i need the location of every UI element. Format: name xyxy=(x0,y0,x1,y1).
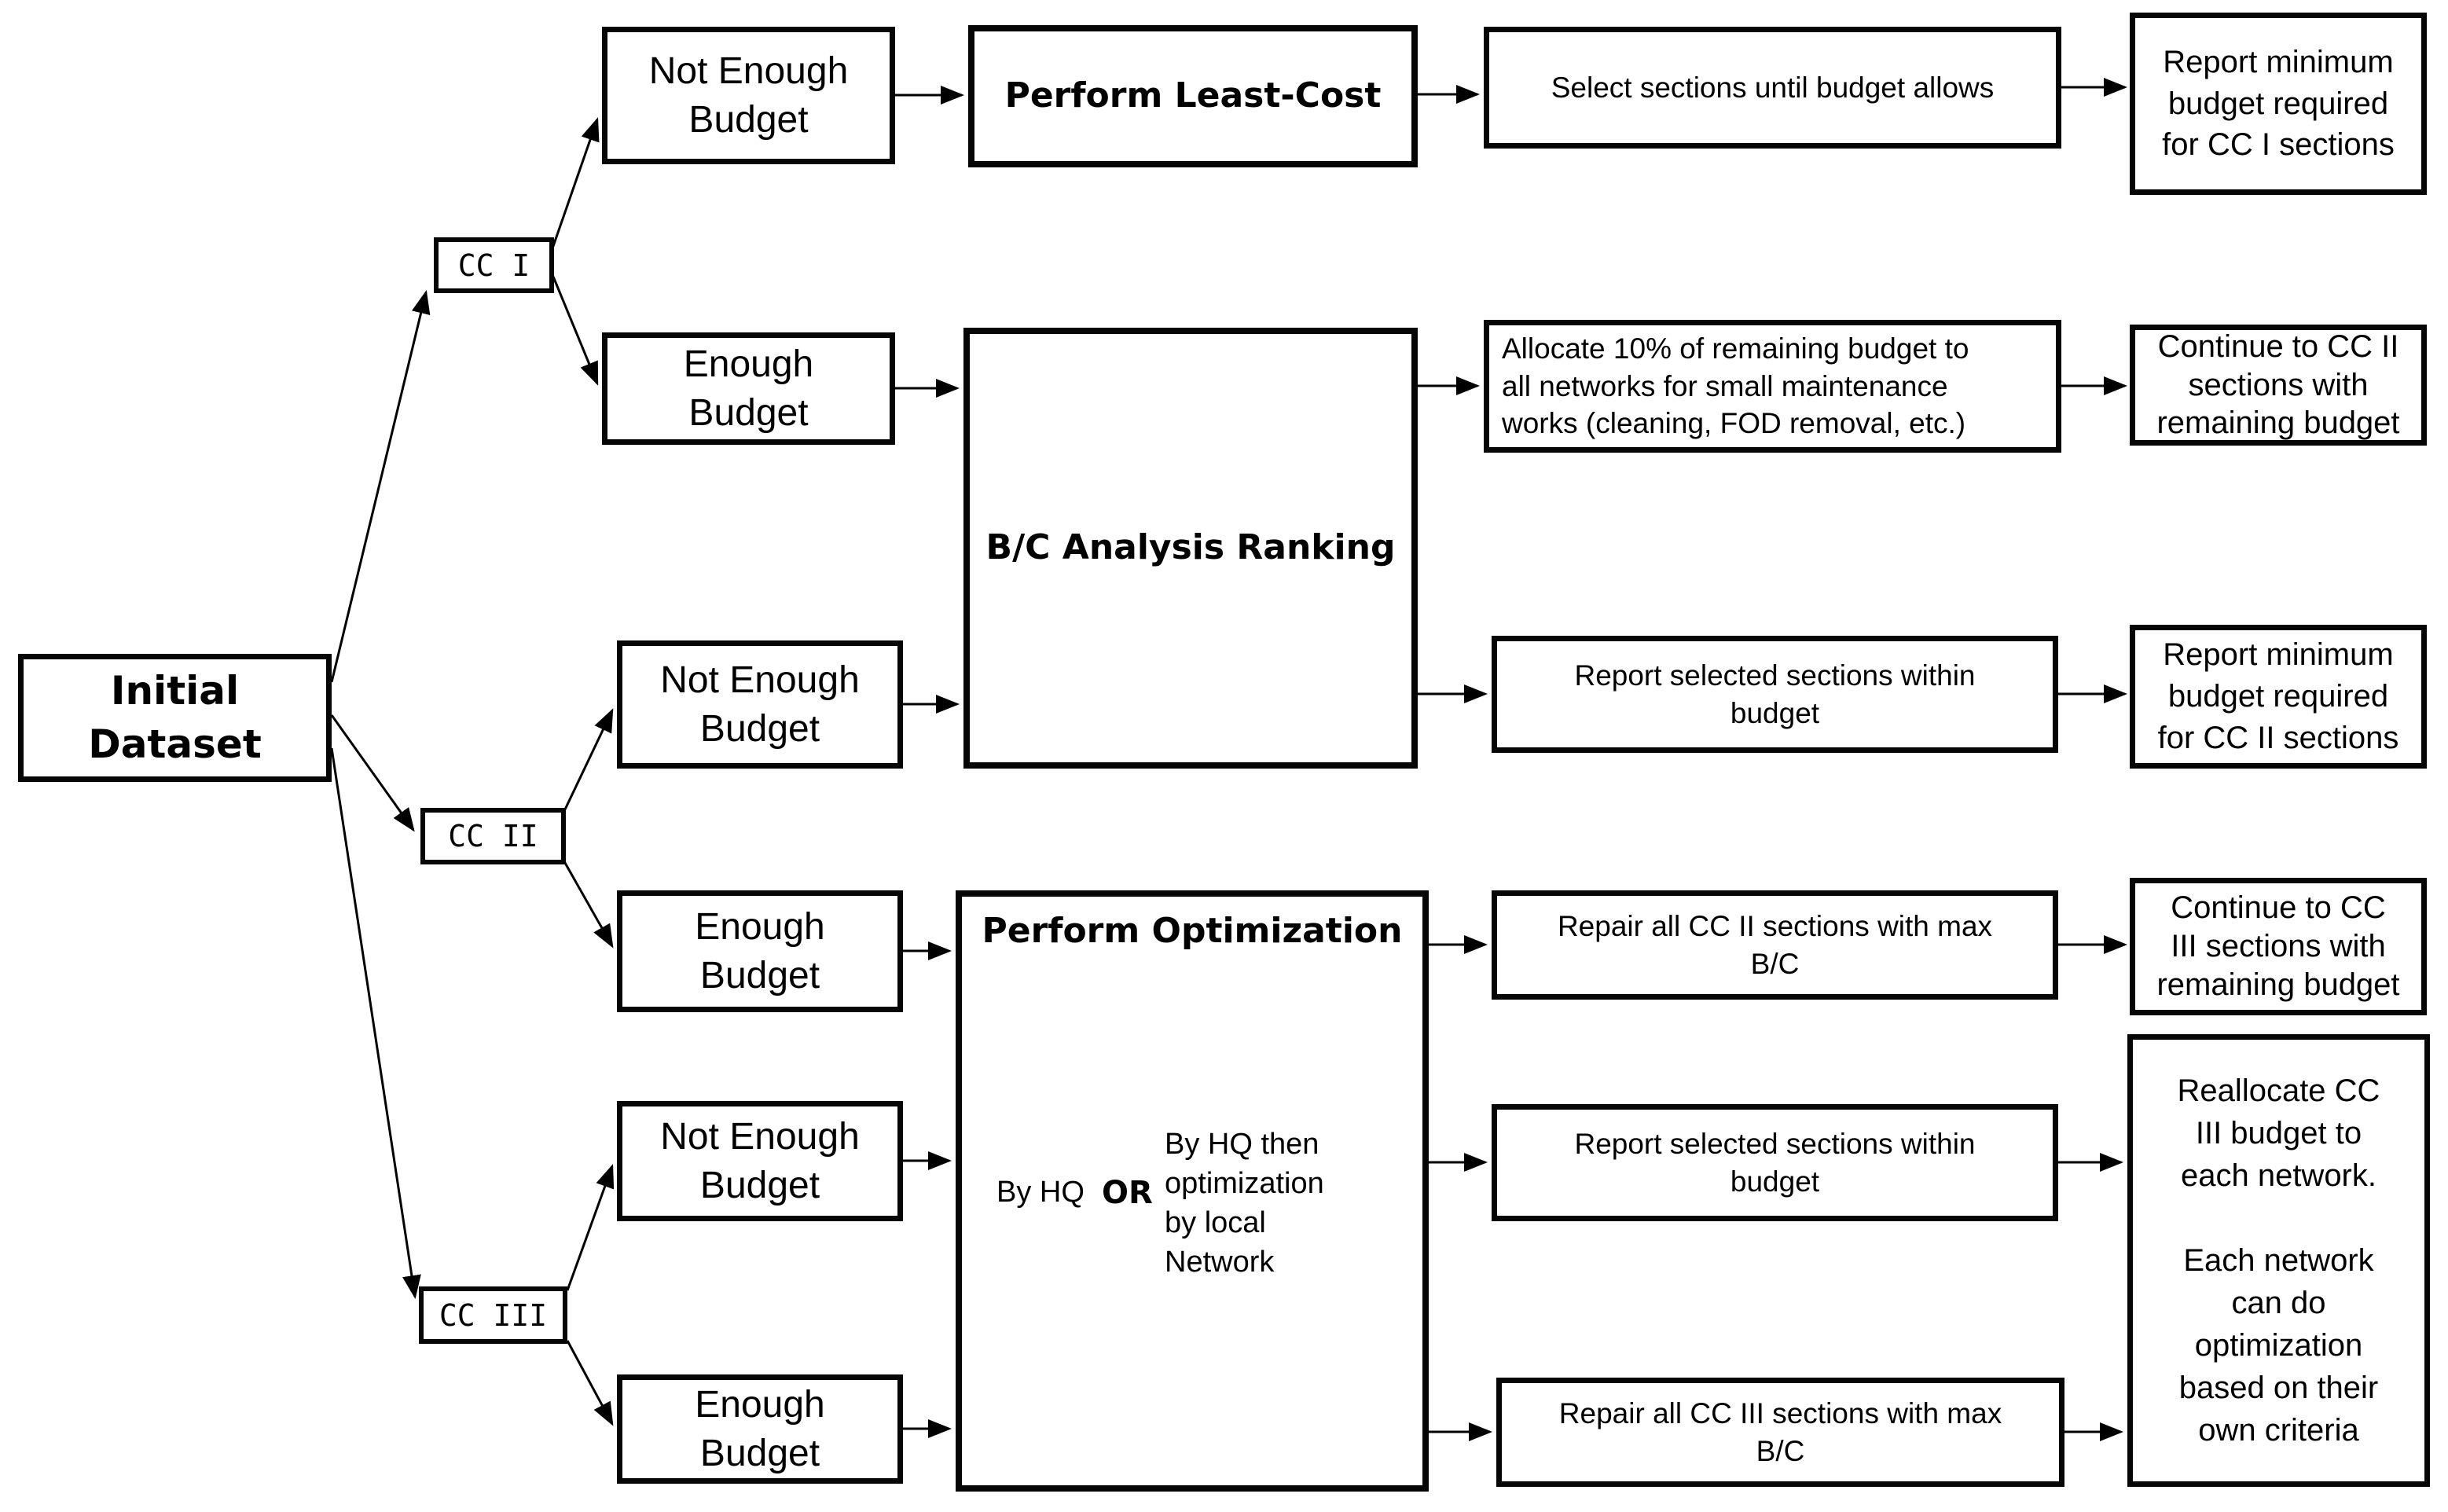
node-allocate-10-percent: Allocate 10% of remaining budget to all … xyxy=(1484,320,2061,453)
node-report-min-budget-cc2: Report minimum budget required for CC II… xyxy=(2130,625,2427,769)
node-select-sections: Select sections until budget allows xyxy=(1484,27,2061,149)
node-r2-enough-budget: Enough Budget xyxy=(602,332,895,445)
node-cc-3: CC III xyxy=(419,1286,567,1344)
edge-cc2-r3-not-enough xyxy=(563,708,614,810)
perform-optimization-or: OR xyxy=(1102,1175,1153,1211)
node-repair-cc3-sections: Repair all CC III sections with max B/C xyxy=(1496,1378,2064,1487)
node-cc-1: CC I xyxy=(434,237,554,293)
node-report-min-budget-cc1: Report minimum budget required for CC I … xyxy=(2130,13,2427,195)
node-continue-cc3-sections: Continue to CC III sections with remaini… xyxy=(2130,878,2427,1015)
node-initial-dataset: Initial Dataset xyxy=(18,654,332,782)
node-repair-cc2-sections: Repair all CC II sections with max B/C xyxy=(1492,890,2058,1000)
edge-cc3-r6-enough xyxy=(566,1340,614,1426)
node-continue-cc2-sections: Continue to CC II sections with remainin… xyxy=(2130,325,2427,446)
edge-initial-cc2 xyxy=(330,714,415,832)
node-r4-enough-budget: Enough Budget xyxy=(617,890,903,1012)
edge-initial-cc3 xyxy=(330,747,421,1299)
perform-optimization-by-hq-then: By HQ then optimization by local Network xyxy=(1165,1128,1324,1279)
node-r3-not-enough-budget: Not Enough Budget xyxy=(617,640,903,769)
node-perform-optimization: Perform Optimization By HQ OR By HQ then… xyxy=(956,890,1429,1492)
node-perform-least-cost: Perform Least-Cost xyxy=(968,25,1418,167)
edge-initial-cc1 xyxy=(330,290,431,683)
node-cc-2: CC II xyxy=(420,808,566,864)
node-r5-not-enough-budget: Not Enough Budget xyxy=(617,1101,903,1221)
node-r6-enough-budget: Enough Budget xyxy=(617,1374,903,1484)
perform-optimization-by-hq: By HQ xyxy=(996,1176,1085,1209)
node-r1-not-enough-budget: Not Enough Budget xyxy=(602,27,895,164)
node-bc-analysis-ranking: B/C Analysis Ranking xyxy=(963,328,1418,769)
edge-cc2-r4-enough xyxy=(563,862,614,949)
edge-cc1-r1-not-enough xyxy=(551,117,600,249)
node-reallocate-cc3-budget: Reallocate CC III budget to each network… xyxy=(2127,1034,2430,1487)
edge-cc3-r5-not-enough xyxy=(566,1164,615,1291)
node-r3-report-selected-sections: Report selected sections within budget xyxy=(1492,636,2058,753)
edge-cc1-r2-enough xyxy=(552,276,599,386)
node-r5-report-selected-sections: Report selected sections within budget xyxy=(1492,1104,2058,1221)
perform-optimization-title: Perform Optimization xyxy=(982,911,1403,951)
